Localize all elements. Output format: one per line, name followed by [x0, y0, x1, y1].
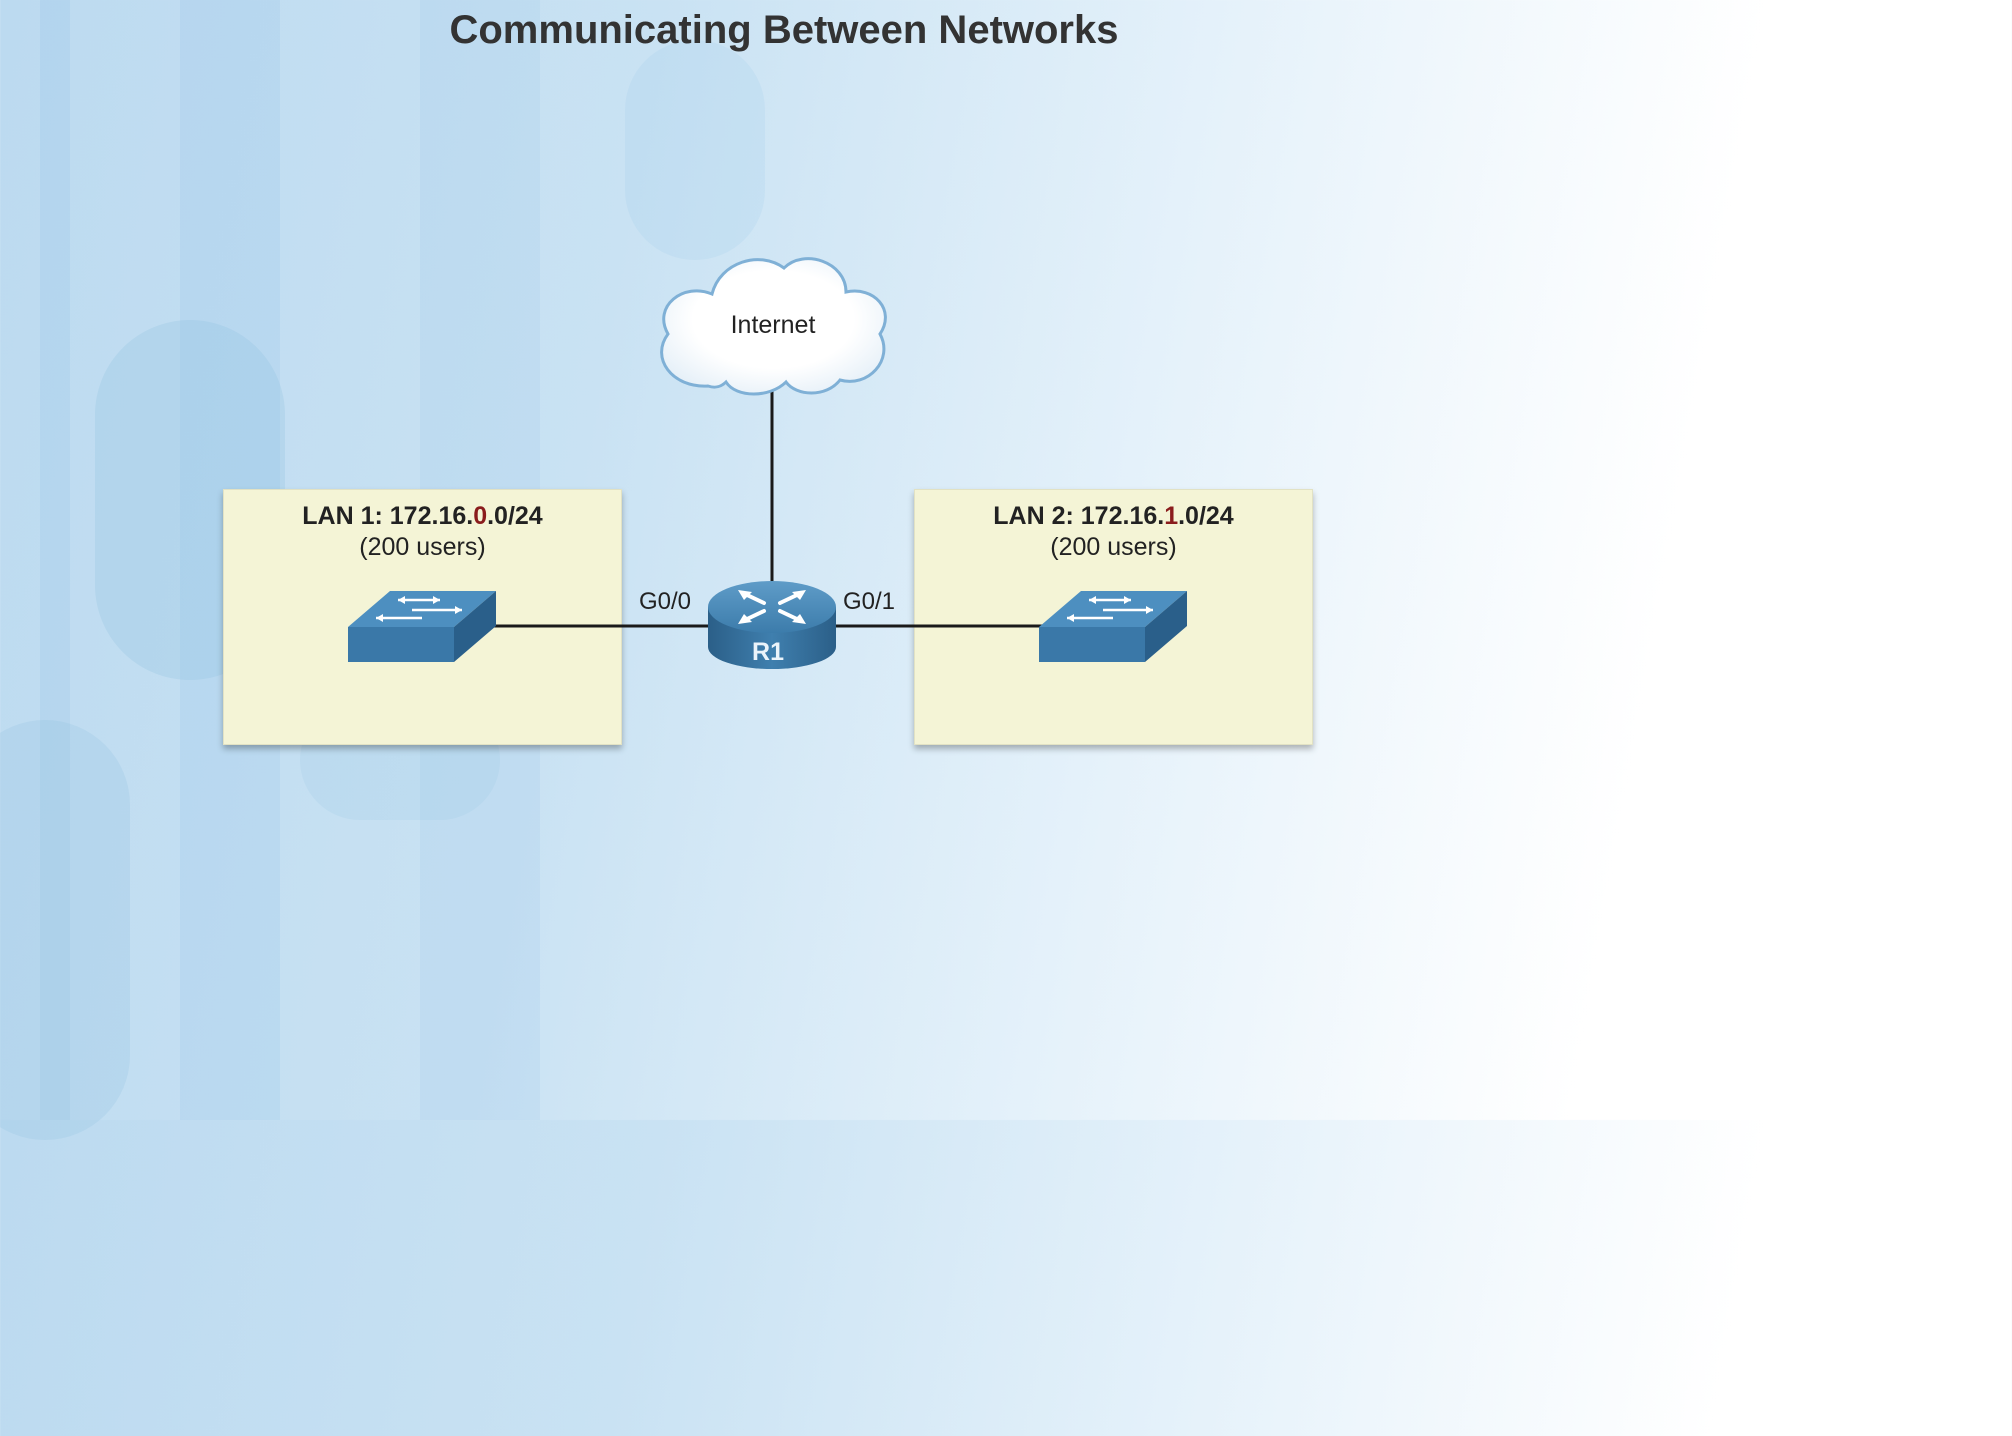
background-stripe	[40, 0, 70, 1120]
background-blob	[0, 720, 130, 1140]
lan-1-box: LAN 1: 172.16.0.0/24 (200 users)	[223, 489, 622, 745]
lan-2-address-label: LAN 2: 172.16.1.0/24	[915, 502, 1312, 531]
lan-1-address-label: LAN 1: 172.16.0.0/24	[224, 502, 621, 531]
lan-2-highlighted-octet: 1	[1164, 502, 1179, 530]
lan-1-suffix: .0/24	[487, 502, 543, 530]
lan-1-highlighted-octet: 0	[473, 502, 488, 530]
lan-1-switch-icon	[348, 591, 496, 662]
router-label: R1	[752, 638, 784, 666]
lan-1-users: (200 users)	[359, 533, 486, 561]
cloud-icon	[660, 257, 887, 396]
lan-2-suffix: .0/24	[1178, 502, 1234, 530]
network-diagram: R1	[348, 257, 1187, 669]
interface-label-g0-0: G0/0	[639, 588, 692, 615]
lan-2-prefix: LAN 2: 172.16.	[993, 502, 1165, 530]
background-blob	[625, 40, 765, 260]
lan-2-users: (200 users)	[1050, 533, 1177, 561]
router-icon: R1	[708, 581, 836, 669]
internet-label: Internet	[730, 311, 816, 339]
interface-label-g0-1: G0/1	[843, 588, 896, 615]
lan-1-prefix: LAN 1: 172.16.	[302, 502, 474, 530]
page-title: Communicating Between Networks	[449, 8, 1119, 52]
lan-2-switch-icon	[1039, 591, 1187, 662]
